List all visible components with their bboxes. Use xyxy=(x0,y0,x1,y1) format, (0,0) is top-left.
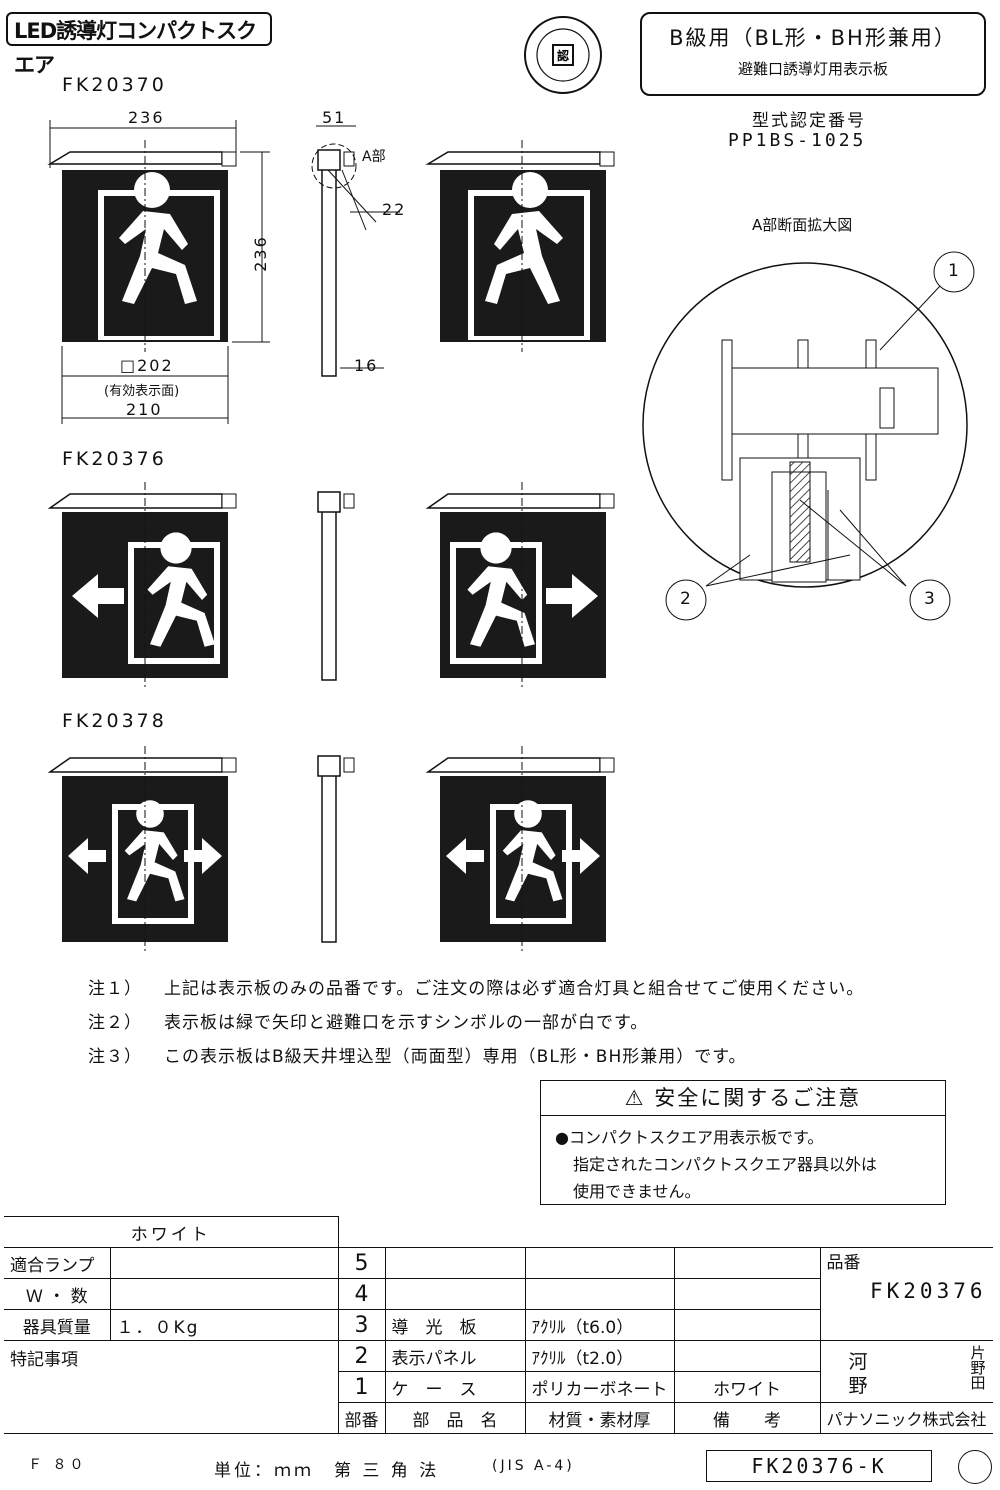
spec-label-watt: Ｗ ・ 数 xyxy=(4,1278,111,1310)
part-no-4: 4 xyxy=(337,1278,386,1310)
model-label-fk20378: FK20378 xyxy=(62,710,167,732)
model-label-fk20370: FK20370 xyxy=(62,74,167,96)
part-no-2: 2 xyxy=(337,1340,386,1372)
signer-2: 野 xyxy=(848,1375,868,1397)
footer-circle xyxy=(958,1450,992,1484)
safety-line-3: 使用できません。 xyxy=(573,1182,701,1201)
col-header-material: 材質・素材厚 xyxy=(524,1402,675,1434)
panel-front-fk20370 xyxy=(47,140,237,352)
svg-text:認: 認 xyxy=(557,48,569,63)
part-no-5: 5 xyxy=(337,1247,386,1279)
part-material-4 xyxy=(524,1278,675,1310)
signer-3: 片野田 xyxy=(968,1345,987,1390)
callout-1: 1 xyxy=(948,261,959,281)
grade-box: B級用（BL形・BH形兼用） 避難口誘導灯用表示板 xyxy=(640,12,986,96)
safety-notice: ⚠ 安全に関するご注意 ●コンパクトスクエア用表示板です。 指定されたコンパクト… xyxy=(540,1080,946,1205)
document-title: LED誘導灯コンパクトスクエア xyxy=(6,12,272,77)
dim-effective: □202 xyxy=(120,356,174,375)
drawing-number: FK20376-K xyxy=(706,1450,932,1482)
safety-heading: 安全に関するご注意 xyxy=(654,1086,862,1110)
panel-back-fk20370 xyxy=(425,140,615,352)
note-3-num: 注３） xyxy=(88,1047,142,1067)
dim-effective-note: (有効表示面) xyxy=(104,384,180,399)
dim-depth-top: 51 xyxy=(322,108,347,127)
footer-standard: (JIS A-4) xyxy=(492,1458,575,1474)
col-header-name: 部 品 名 xyxy=(384,1402,526,1434)
part-material-2: ｱｸﾘﾙ（t2.0） xyxy=(524,1340,675,1372)
company-name: パナソニック株式会社 xyxy=(819,1402,993,1434)
note-1-text: 上記は表示板のみの品番です。ご注文の際は必ず適合灯具と組合せてご使用ください。 xyxy=(164,979,865,999)
certification-seal: 認 xyxy=(524,16,602,94)
safety-heading-row: ⚠ 安全に関するご注意 xyxy=(541,1081,945,1116)
part-material-5 xyxy=(524,1247,675,1279)
cert-number: PP1BS-1025 xyxy=(728,130,867,151)
safety-line-1: ●コンパクトスクエア用表示板です。 xyxy=(555,1128,824,1147)
panel-side-fk20370 xyxy=(311,125,400,377)
part-name-3: 導 光 板 xyxy=(384,1309,526,1341)
safety-line-2: 指定されたコンパクトスクエア器具以外は xyxy=(573,1155,878,1174)
part-remark-4 xyxy=(673,1278,821,1310)
technical-drawing xyxy=(47,120,975,954)
dim-depth-16: 16 xyxy=(354,356,379,375)
part-name-4 xyxy=(384,1278,526,1310)
panel-side-fk20376 xyxy=(317,491,355,681)
spec-value-weight: １．０Kg xyxy=(109,1309,339,1341)
panel-front-fk20378 xyxy=(47,746,237,954)
signer-cell: 河 野 片野田 xyxy=(819,1340,993,1403)
dim-panel-width: 210 xyxy=(126,400,163,419)
color-cell: ホワイト xyxy=(4,1216,339,1248)
model-label-fk20376: FK20376 xyxy=(62,448,167,470)
label-part-a: A部 xyxy=(362,149,386,165)
part-material-1: ポリカーボネート xyxy=(524,1371,675,1403)
dim-width: 236 xyxy=(128,108,165,127)
product-code: FK20376 xyxy=(819,1278,993,1341)
part-remark-3 xyxy=(673,1309,821,1341)
panel-back-fk20376 xyxy=(425,482,615,690)
product-label: 品番 xyxy=(819,1247,993,1279)
note-2-text: 表示板は緑で矢印と避難口を示すシンボルの一部が白です。 xyxy=(164,1013,649,1033)
part-name-5 xyxy=(384,1247,526,1279)
col-header-no: 部番 xyxy=(337,1402,386,1434)
grade-line1: B級用（BL形・BH形兼用） xyxy=(669,26,957,50)
spec-label-notes: 特記事項 xyxy=(4,1340,339,1434)
panel-front-fk20376 xyxy=(47,482,237,690)
note-1-num: 注１） xyxy=(88,979,142,999)
detail-title: A部断面拡大図 xyxy=(752,216,853,234)
detail-section-view xyxy=(642,251,975,621)
signer-1: 河 xyxy=(848,1351,868,1373)
dim-height: 236 xyxy=(250,235,270,272)
col-header-remark: 備 考 xyxy=(673,1402,821,1434)
footer-f80: Ｆ ８０ xyxy=(28,1457,87,1473)
footer-unit: 単位：ｍｍ 第 三 角 法 xyxy=(214,1461,440,1481)
callout-2: 2 xyxy=(680,589,691,609)
part-remark-5 xyxy=(673,1247,821,1279)
panel-side-fk20378 xyxy=(317,755,355,943)
dim-depth-22: 22 xyxy=(382,200,407,219)
spec-table: ホワイト 適合ランプ 5 品番 Ｗ ・ 数 4 FK20376 器具質量 １．０… xyxy=(4,1216,993,1434)
part-name-2: 表示パネル xyxy=(384,1340,526,1372)
part-remark-2 xyxy=(673,1340,821,1372)
dimension-lines-fk20370 xyxy=(49,120,270,424)
note-2-num: 注２） xyxy=(88,1013,142,1033)
part-no-3: 3 xyxy=(337,1309,386,1341)
grade-line2: 避難口誘導灯用表示板 xyxy=(737,60,888,78)
spec-value-watt xyxy=(109,1278,339,1310)
panel-back-fk20378 xyxy=(425,746,615,954)
warning-icon: ⚠ xyxy=(624,1086,646,1110)
spec-label-weight: 器具質量 xyxy=(4,1309,111,1341)
note-3-text: この表示板はB級天井埋込型（両面型）専用（BL形・BH形兼用）です。 xyxy=(164,1047,747,1067)
part-no-1: 1 xyxy=(337,1371,386,1403)
spec-value-lamp xyxy=(109,1247,339,1279)
part-material-3: ｱｸﾘﾙ（t6.0） xyxy=(524,1309,675,1341)
part-name-1: ケ ー ス xyxy=(384,1371,526,1403)
spec-label-lamp: 適合ランプ xyxy=(4,1247,111,1279)
callout-3: 3 xyxy=(924,589,935,609)
cert-label: 型式認定番号 xyxy=(752,111,866,131)
part-remark-1: ホワイト xyxy=(673,1371,821,1403)
